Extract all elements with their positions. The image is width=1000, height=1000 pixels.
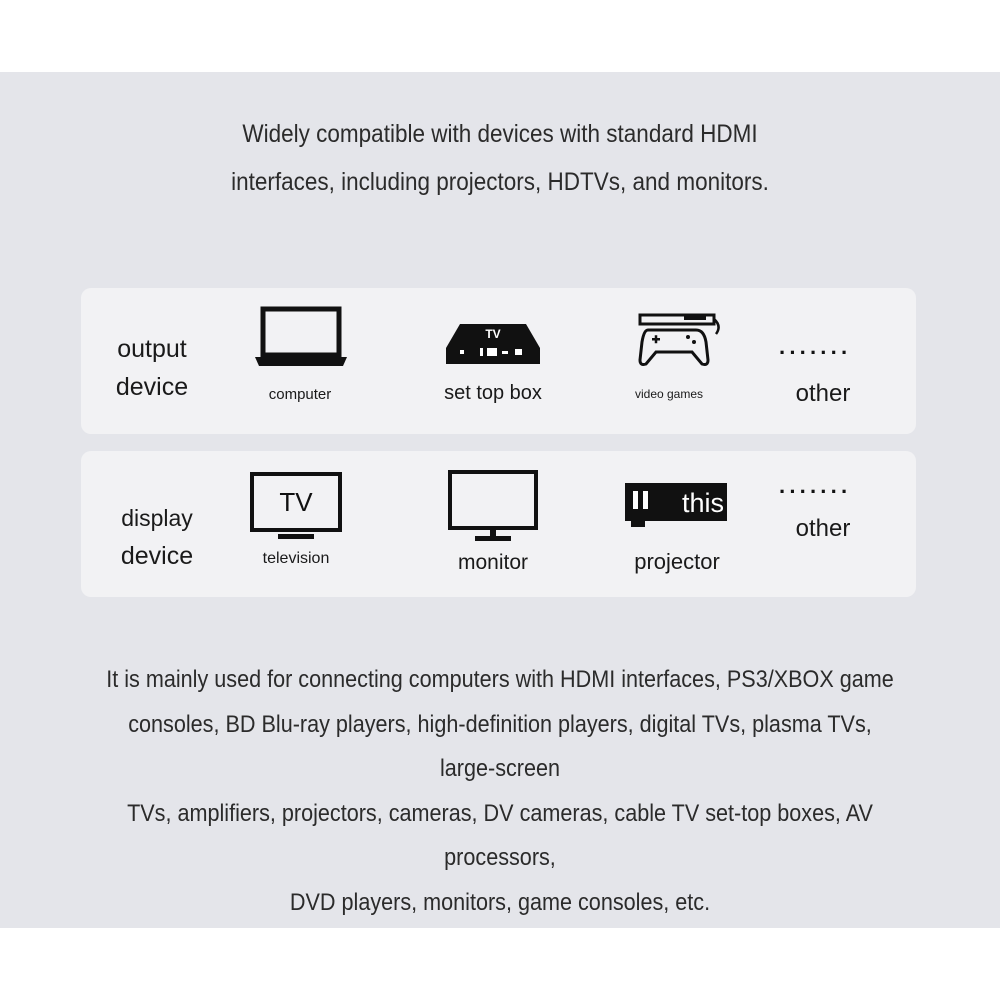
monitor-item [446, 469, 540, 545]
monitor-icon [448, 470, 538, 541]
television-item: TV [247, 471, 345, 543]
computer-label: computer [268, 386, 332, 403]
video-games-item [633, 312, 723, 370]
outro-line: TVs, amplifiers, projectors, cameras, DV… [127, 799, 873, 872]
other-output-label: other [795, 380, 851, 407]
ellipsis-icon: ······· [779, 479, 852, 504]
monitor-label: monitor [457, 551, 529, 574]
output-device-card: output device computer TV set top box [81, 288, 916, 434]
ellipsis-icon: ······· [779, 340, 852, 365]
set-top-box-tv-text: TV [485, 327, 500, 341]
projector-label: projector [634, 549, 720, 574]
display-device-label: display device [120, 505, 194, 570]
output-device-label: output device [115, 335, 189, 401]
video-games-label: video games [634, 387, 704, 401]
other-display-label: other [795, 515, 851, 542]
computer-item [251, 306, 351, 368]
intro-line: Widely compatible with devices with stan… [242, 120, 758, 148]
laptop-icon [255, 306, 347, 366]
television-label: television [262, 550, 330, 567]
television-tv-text: TV [279, 487, 313, 517]
outro-line: It is mainly used for connecting compute… [106, 666, 894, 693]
intro-text: Widely compatible with devices with stan… [140, 110, 860, 206]
display-device-card: display device TV television monitor thi… [81, 451, 916, 597]
projector-text: this [682, 488, 724, 518]
set-top-box-label: set top box [444, 382, 542, 404]
television-icon: TV [250, 472, 342, 539]
usage-description: It is mainly used for connecting compute… [104, 658, 896, 925]
set-top-box-item: TV [443, 322, 543, 368]
outro-line: consoles, BD Blu-ray players, high-defin… [128, 710, 872, 783]
gamepad-icon [638, 313, 720, 366]
intro-line: interfaces, including projectors, HDTVs,… [231, 168, 769, 196]
projector-icon: this [625, 483, 727, 527]
outro-line: DVD players, monitors, game consoles, et… [289, 888, 711, 916]
projector-item: this [621, 481, 731, 529]
set-top-box-icon: TV [446, 324, 540, 364]
